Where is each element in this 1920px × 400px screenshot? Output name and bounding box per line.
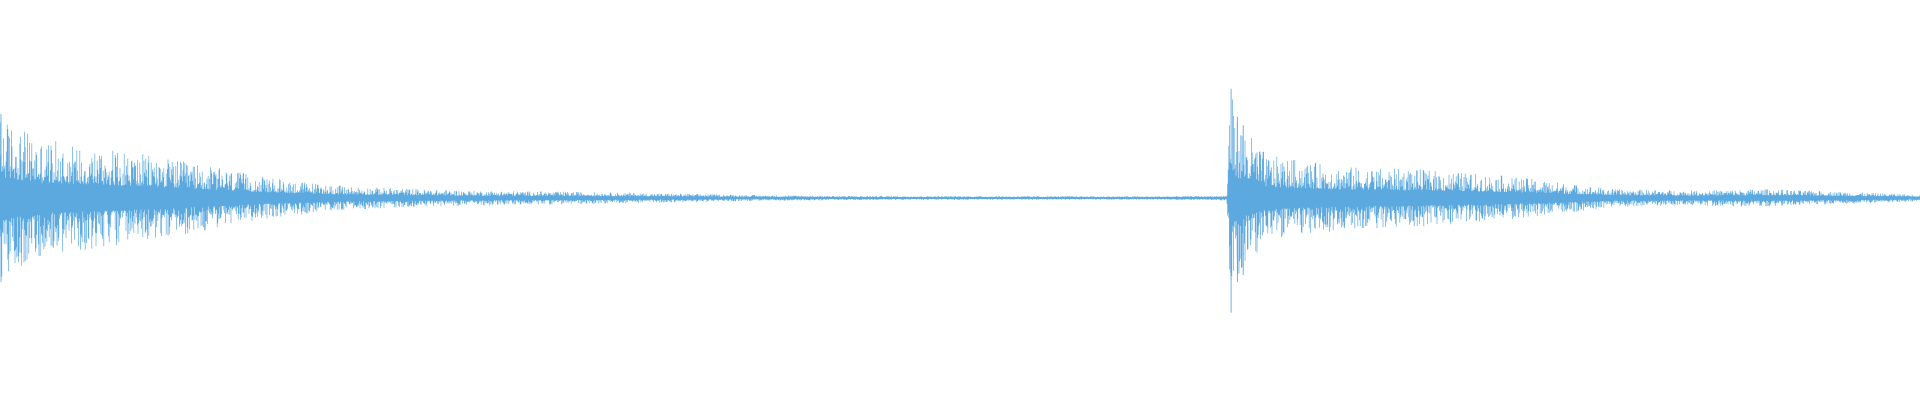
waveform-peak-path [0, 99, 1920, 281]
waveform-peaks [0, 88, 1920, 313]
